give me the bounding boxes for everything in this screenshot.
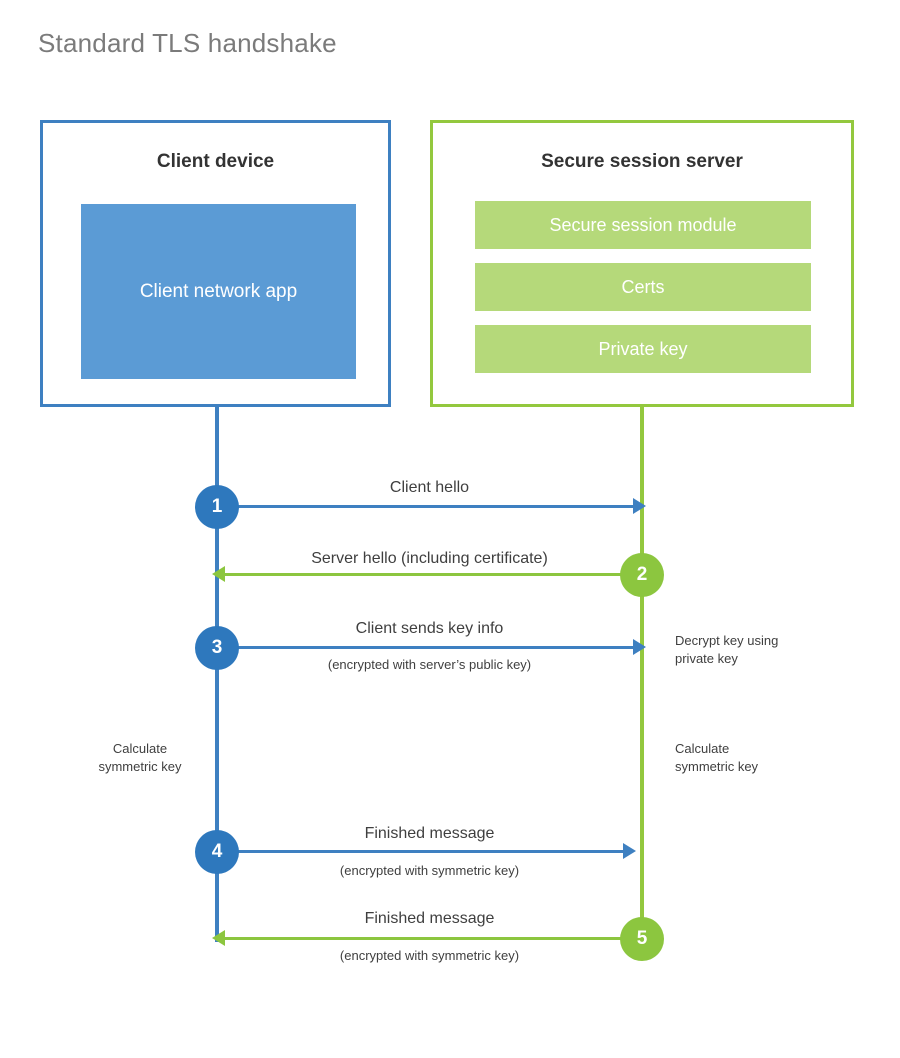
step-3-arrow-head (633, 639, 646, 655)
step-5-arrow-line (225, 937, 631, 940)
server-decrypt-key-note-line1: Decrypt key using (675, 633, 779, 648)
step-5-label: Finished message (364, 910, 495, 927)
step-3-label: Client sends key info (355, 620, 504, 637)
server-modules-list: Secure session module Certs Private key (475, 201, 811, 387)
step-5-sublabel: (encrypted with symmetric key) (339, 948, 520, 963)
step-1-label: Client hello (389, 479, 470, 496)
step-2-arrow-line (225, 573, 641, 576)
client-calculate-symmetric-key-line2: symmetric key (98, 758, 182, 774)
server-module-private-key: Private key (475, 325, 811, 373)
step-1-arrow-line (217, 505, 633, 508)
client-calculate-symmetric-key-note: Calculate symmetric key (70, 740, 210, 775)
server-decrypt-key-note: Decrypt key using private key (675, 632, 855, 667)
page-title: Standard TLS handshake (38, 28, 337, 58)
step-marker-4[interactable]: 4 (195, 830, 239, 874)
step-3-arrow-line (217, 646, 633, 649)
step-marker-5[interactable]: 5 (620, 917, 664, 961)
client-network-app-block: Client network app (81, 204, 356, 379)
secure-session-server-title: Secure session server (541, 151, 743, 172)
client-device-title: Client device (156, 151, 275, 172)
step-marker-2[interactable]: 2 (620, 553, 664, 597)
step-3-sublabel: (encrypted with server’s public key) (327, 657, 532, 672)
server-calculate-symmetric-key-note: Calculate symmetric key (675, 740, 835, 775)
step-4-arrow-head (623, 843, 636, 859)
step-5-arrow-head (212, 930, 225, 946)
step-4-arrow-line (217, 850, 623, 853)
server-module-certs: Certs (475, 263, 811, 311)
step-4-sublabel: (encrypted with symmetric key) (339, 863, 520, 878)
client-calculate-symmetric-key-line1: Calculate (112, 741, 168, 756)
step-2-label: Server hello (including certificate) (311, 550, 548, 567)
step-4-label: Finished message (364, 825, 495, 842)
client-lifeline (215, 407, 219, 942)
client-device-panel: Client device Client network app (40, 120, 391, 407)
step-1-arrow-head (633, 498, 646, 514)
server-calculate-symmetric-key-line1: Calculate (675, 741, 730, 756)
server-module-secure-session-module: Secure session module (475, 201, 811, 249)
secure-session-server-panel: Secure session server Secure session mod… (430, 120, 854, 407)
step-marker-1[interactable]: 1 (195, 485, 239, 529)
step-marker-3[interactable]: 3 (195, 626, 239, 670)
server-decrypt-key-note-line2: private key (675, 650, 738, 666)
server-calculate-symmetric-key-line2: symmetric key (675, 758, 759, 774)
step-2-arrow-head (212, 566, 225, 582)
server-lifeline (640, 407, 644, 939)
